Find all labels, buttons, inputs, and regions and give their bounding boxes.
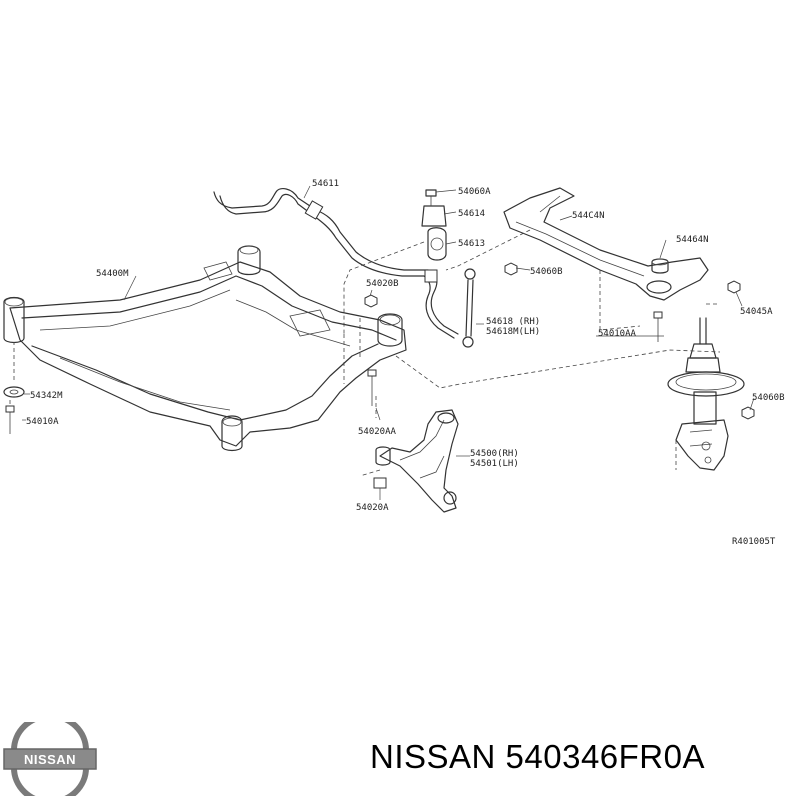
label-54618m-lh: 54618M(LH) <box>486 327 540 337</box>
front-subframe <box>3 245 407 452</box>
strut-assembly <box>667 317 755 471</box>
reference-code: R401005T <box>732 537 776 547</box>
label-54500-rh: 54500(RH) <box>470 449 519 459</box>
label-54501-lh: 54501(LH) <box>470 459 519 469</box>
label-54400M: 54400M <box>96 269 129 279</box>
label-54613: 54613 <box>458 239 485 249</box>
rear-member <box>503 187 709 301</box>
label-54060B-top: 54060B <box>530 267 563 277</box>
label-54020B: 54020B <box>366 279 399 289</box>
label-54614: 54614 <box>458 209 485 219</box>
label-54618-rh: 54618 (RH) <box>486 317 540 327</box>
stabilizer-link <box>462 262 518 348</box>
lower-control-arm <box>375 409 459 513</box>
dashed-reference-lines <box>9 229 721 477</box>
label-54045A: 54045A <box>740 307 773 317</box>
label-544C4N: 544C4N <box>572 211 605 221</box>
label-54060A: 54060A <box>458 187 491 197</box>
label-54060B-strut: 54060B <box>752 393 785 403</box>
label-54464N: 54464N <box>676 235 709 245</box>
part-labels: 54611 54060A 54614 54613 544C4N 54464N 5… <box>26 179 785 547</box>
label-54010AA: 54010AA <box>598 329 637 339</box>
bolts-hardware <box>3 280 741 489</box>
stabilizer-bushing-bracket <box>421 189 447 261</box>
label-54611: 54611 <box>312 179 339 189</box>
label-54020AA: 54020AA <box>358 427 397 437</box>
label-54020A: 54020A <box>356 503 389 513</box>
label-54010A: 54010A <box>26 417 59 427</box>
nissan-logo: NISSAN <box>3 722 97 796</box>
brand-part-number: NISSAN 540346FR0A <box>370 738 706 775</box>
logo-text: NISSAN <box>24 752 76 767</box>
leader-lines <box>22 185 755 500</box>
stabilizer-bar <box>213 188 459 339</box>
label-54342M: 54342M <box>30 391 63 401</box>
